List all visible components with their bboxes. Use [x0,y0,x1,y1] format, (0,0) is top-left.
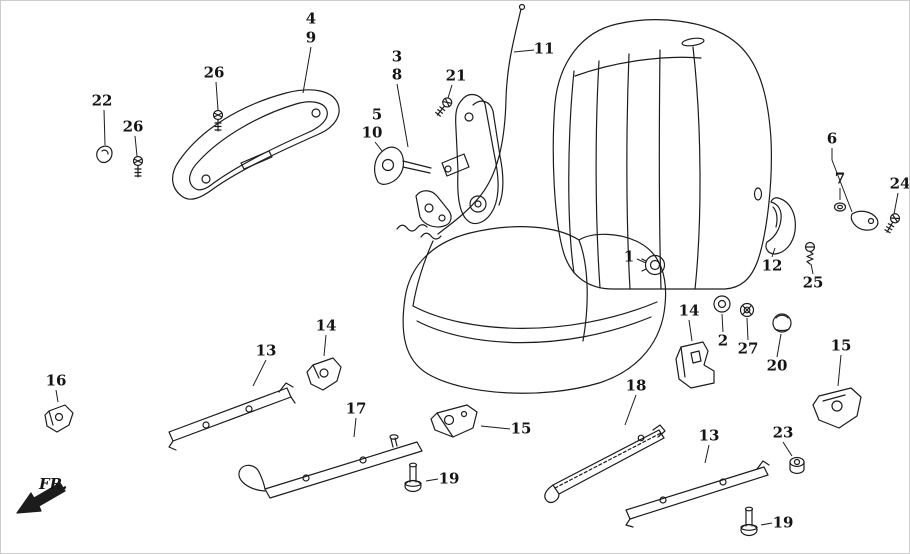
part-19-bolt-mid [404,462,422,493]
part-14-bracket-left [306,357,342,391]
part-12-side-cover [765,197,796,255]
leader-line [746,317,749,341]
leader-line [831,159,853,213]
part-number-label: 19 [438,469,460,488]
part-number-label: 26 [203,63,225,82]
seat-back-drawing [552,19,772,290]
part-number-label: 22 [91,91,113,110]
leader-line [513,49,535,53]
leader-line [302,46,312,94]
leader-line [252,359,267,387]
part-26-bolt-lower [132,155,144,178]
leader-line [447,84,453,99]
part-number-label: 19 [772,513,794,532]
part-number-label: 25 [802,273,824,292]
recline-knob-drawing [374,146,432,185]
leader-line [374,141,383,152]
part-number-label: 2 [717,331,729,350]
part-number-label: 8 [391,65,403,84]
part-number-label: 23 [772,423,794,442]
leader-line [704,444,710,464]
leader-line [721,313,724,333]
part-15-bracket-right [812,387,862,429]
part-13-rail-left [168,382,296,451]
leader-line [134,135,138,157]
part-22-clip [96,145,113,164]
part-14-bracket-right [675,341,715,389]
part-18-rail [544,424,666,504]
part-number-label: 9 [305,28,317,47]
leader-line [480,425,511,430]
fr-direction-label: FR. [39,475,68,493]
leader-line [837,354,842,387]
part-number-label: 20 [766,356,788,375]
part-number-label: 13 [255,341,277,360]
part-13-rail-right [625,460,770,528]
part-number-label: 17 [345,399,367,418]
part-number-label: 7 [834,169,846,188]
leader-line [55,389,59,403]
part-number-label: 5 [371,105,383,124]
part-number-label: 4 [305,9,317,28]
part-number-label: 1 [623,247,635,266]
part-number-label: 27 [737,339,759,358]
part-1-bushing [641,254,666,276]
recliner-mechanism-drawing [396,94,504,232]
leader-line [810,263,814,275]
part-25-screw [804,241,816,265]
part-27-washer [739,302,755,318]
part-16-bracket [44,404,74,433]
part-20-cap [772,313,792,333]
part-2-washer [713,295,731,313]
leader-line [636,258,647,264]
part-number-label: 10 [361,123,383,142]
fr-direction-arrow [16,482,66,514]
leader-line [893,192,899,215]
leader-line [353,417,357,438]
leader-line [624,394,637,426]
part-number-label: 13 [698,426,720,445]
part-number-label: 3 [391,47,403,66]
part-15-bracket-mid [430,404,478,438]
leader-line [103,109,106,146]
leader-line [760,522,773,526]
side-cover-mount-hole [753,187,763,201]
leader-line [776,333,782,358]
part-number-label: 24 [889,174,910,193]
leader-line [323,334,327,357]
leader-line [782,441,793,457]
part-number-label: 11 [533,39,555,58]
part-23-nut [789,456,805,475]
part-26-bolt-upper [212,109,224,132]
part-number-label: 14 [315,316,337,335]
part-number-label: 21 [445,66,467,85]
leader-line [215,81,219,111]
part-number-label: 6 [826,129,838,148]
part-17-rail [238,434,423,499]
part-number-label: 15 [830,336,852,355]
part-7-nut [833,202,847,212]
release-cable-drawing [420,3,526,240]
part-number-label: 26 [122,117,144,136]
leader-line [771,247,776,258]
leader-line [425,478,439,482]
part-number-label: 16 [45,371,67,390]
leader-line [396,83,409,148]
part-21-bolt [435,97,453,117]
part-number-label: 14 [678,301,700,320]
part-24-bolt [884,213,901,234]
part-number-label: 12 [761,256,783,275]
side-shield-drawing [172,89,340,200]
part-number-label: 18 [625,376,647,395]
part-number-label: 15 [510,419,532,438]
leader-line [688,319,693,342]
part-6-lever [850,210,879,231]
seat-cushion-drawing [402,226,667,394]
